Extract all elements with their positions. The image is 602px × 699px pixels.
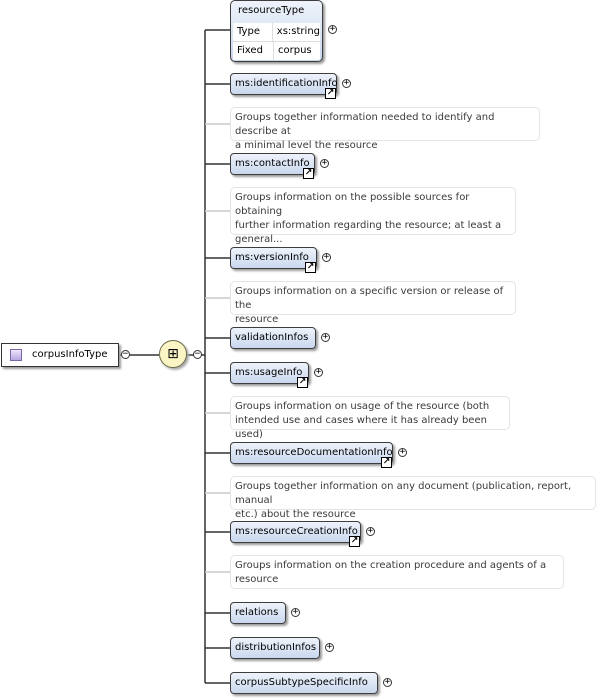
- expand-icon[interactable]: +: [314, 367, 323, 377]
- element-node-contact-info[interactable]: ms:contactInfo: [230, 153, 315, 175]
- complex-type-icon: [10, 349, 22, 361]
- element-label: ms:identificationInfo: [235, 78, 338, 89]
- documentation-note: Groups together information needed to id…: [230, 107, 540, 151]
- element-node-corpus-subtype-specific-info[interactable]: corpusSubtypeSpecificInfo: [230, 672, 378, 694]
- documentation-line: Groups information on the creation proce…: [235, 560, 547, 571]
- documentation-line: intended use and cases where it has alre…: [235, 415, 487, 440]
- documentation-note: Groups information on the creation proce…: [230, 555, 564, 589]
- element-label: validationInfos: [235, 332, 309, 343]
- reference-arrow-icon: ↗: [305, 262, 316, 273]
- expand-icon[interactable]: +: [291, 607, 300, 617]
- documentation-line: resource: [235, 574, 279, 585]
- element-node-resource-creation-info[interactable]: ms:resourceCreationInfo: [230, 521, 361, 543]
- documentation-note: Groups together information on any docum…: [230, 476, 596, 520]
- expand-icon[interactable]: +: [321, 332, 330, 342]
- expand-icon[interactable]: +: [366, 526, 375, 536]
- documentation-line: Groups information on a specific version…: [235, 286, 504, 311]
- expand-icon[interactable]: +: [342, 78, 351, 88]
- documentation-line: etc.) about the resource: [235, 509, 356, 520]
- facet-key: Fixed: [233, 42, 274, 60]
- documentation-line: Groups information on the possible sourc…: [235, 192, 470, 217]
- expand-icon[interactable]: +: [320, 158, 329, 168]
- element-node-usage-info[interactable]: ms:usageInfo: [230, 362, 309, 384]
- reference-arrow-icon: ↗: [381, 457, 392, 468]
- facet-value: xs:string: [276, 26, 320, 37]
- reference-arrow-icon: ↗: [303, 168, 314, 179]
- documentation-line: further information regarding the resour…: [235, 220, 502, 231]
- element-node-version-info[interactable]: ms:versionInfo: [230, 247, 317, 269]
- expand-icon[interactable]: +: [383, 677, 392, 687]
- root-collapse-icon[interactable]: −: [121, 349, 130, 359]
- root-type-label: corpusInfoType: [32, 349, 108, 360]
- reference-arrow-icon: ↗: [349, 536, 360, 547]
- facet-key: Type: [233, 23, 273, 41]
- expand-icon[interactable]: +: [398, 447, 407, 457]
- element-label: corpusSubtypeSpecificInfo: [235, 677, 368, 688]
- element-node-identification-info[interactable]: ms:identificationInfo: [230, 73, 338, 95]
- element-node-distribution-infos[interactable]: distributionInfos: [230, 637, 320, 659]
- element-node-resource-documentation-info[interactable]: ms:resourceDocumentationInfo: [230, 442, 393, 464]
- documentation-line: Groups together information on any docum…: [235, 481, 572, 506]
- attribute-facet-row: Type xs:string: [233, 23, 320, 42]
- facet-value: corpus: [278, 45, 312, 56]
- element-label: ms:usageInfo: [235, 367, 303, 378]
- element-label: distributionInfos: [235, 642, 317, 653]
- documentation-note: Groups information on the possible sourc…: [230, 187, 516, 245]
- element-label: ms:contactInfo: [235, 158, 310, 169]
- element-label: ms:resourceDocumentationInfo: [235, 447, 393, 458]
- sequence-compositor-icon[interactable]: ⊞: [159, 340, 187, 368]
- attribute-expand-icon[interactable]: +: [328, 24, 337, 34]
- documentation-line: Groups information on usage of the resou…: [235, 401, 490, 412]
- documentation-line: resource: [235, 314, 279, 325]
- expand-icon[interactable]: +: [325, 642, 334, 652]
- reference-arrow-icon: ↗: [297, 377, 308, 388]
- element-node-validation-infos[interactable]: validationInfos: [230, 327, 316, 349]
- attribute-facets-table: Type xs:string Fixed corpus: [233, 23, 320, 60]
- element-node-relations[interactable]: relations: [230, 602, 286, 624]
- reference-arrow-icon: ↗: [325, 88, 336, 99]
- documentation-line: Groups together information needed to id…: [235, 112, 495, 137]
- documentation-line: a minimal level the resource: [235, 140, 378, 151]
- attribute-facet-row: Fixed corpus: [233, 42, 320, 60]
- attribute-name: resourceType: [238, 5, 305, 16]
- documentation-note: Groups information on usage of the resou…: [230, 396, 510, 440]
- sequence-collapse-icon[interactable]: −: [193, 349, 202, 359]
- element-label: relations: [235, 607, 279, 618]
- documentation-line: general...: [235, 234, 283, 245]
- documentation-note: Groups information on a specific version…: [230, 281, 516, 325]
- element-label: ms:resourceCreationInfo: [235, 526, 358, 537]
- expand-icon[interactable]: +: [322, 252, 331, 262]
- element-label: ms:versionInfo: [235, 252, 309, 263]
- attribute-node-resourcetype[interactable]: resourceType Type xs:string Fixed corpus: [230, 0, 323, 62]
- root-type-node[interactable]: corpusInfoType: [1, 343, 119, 367]
